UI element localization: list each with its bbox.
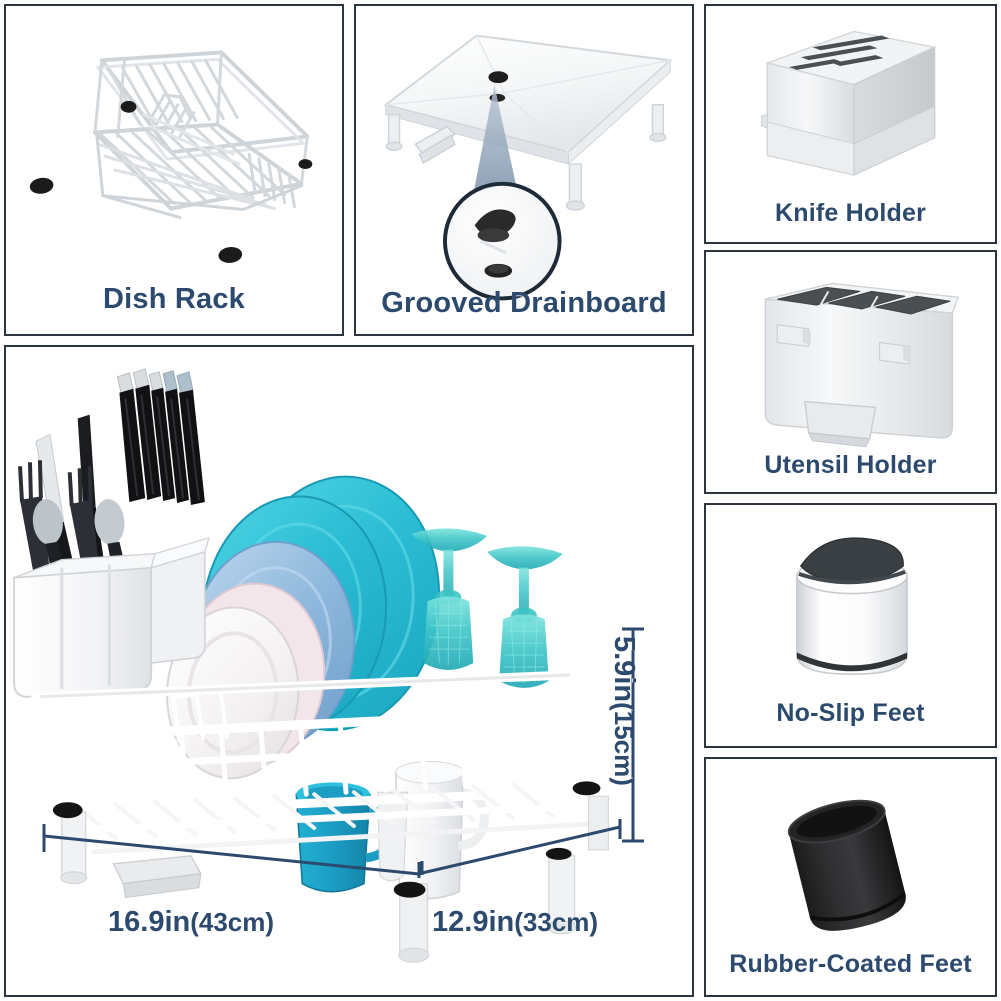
knife-holder-illustration bbox=[706, 6, 995, 242]
panel-caption-dish-rack: Dish Rack bbox=[102, 283, 246, 315]
panel-knife-holder: Knife Holder bbox=[704, 4, 997, 244]
panel-caption-no-slip-feet: No-Slip Feet bbox=[776, 699, 925, 727]
dimension-label-depth: 12.9in(33cm) bbox=[432, 906, 598, 939]
dimension-height-value: 5.9in bbox=[608, 636, 640, 703]
panel-caption-knife-holder: Knife Holder bbox=[774, 199, 927, 227]
dimension-height-metric: (15cm) bbox=[609, 702, 639, 786]
utensil-holder-illustration bbox=[706, 252, 995, 492]
dimension-label-height: 5.9in(15cm) bbox=[607, 636, 640, 786]
panel-caption-utensil-holder: Utensil Holder bbox=[764, 451, 937, 479]
panel-rubber-coated-feet: Rubber-Coated Feet bbox=[704, 757, 997, 997]
dimension-depth-value: 12.9in bbox=[432, 906, 515, 938]
panel-utensil-holder: Utensil Holder bbox=[704, 250, 997, 494]
panel-caption-grooved-drainboard: Grooved Drainboard bbox=[381, 287, 667, 319]
dimension-width-metric: (43cm) bbox=[190, 907, 275, 937]
panel-main-product bbox=[4, 345, 694, 997]
grooved-drainboard-illustration bbox=[356, 6, 692, 334]
dimension-depth-metric: (33cm) bbox=[514, 907, 599, 937]
panel-dish-rack: Dish Rack bbox=[4, 4, 344, 336]
dimension-width-value: 16.9in bbox=[108, 906, 191, 938]
dish-rack-illustration bbox=[6, 6, 342, 334]
rubber-coated-foot-illustration bbox=[706, 759, 995, 995]
no-slip-foot-illustration bbox=[706, 505, 995, 746]
panel-no-slip-feet: No-Slip Feet bbox=[704, 503, 997, 748]
dimension-label-width: 16.9in(43cm) bbox=[108, 906, 274, 939]
panel-caption-rubber-coated-feet: Rubber-Coated Feet bbox=[729, 950, 972, 978]
panel-grooved-drainboard: Grooved Drainboard bbox=[354, 4, 694, 336]
main-product-illustration bbox=[6, 347, 692, 995]
